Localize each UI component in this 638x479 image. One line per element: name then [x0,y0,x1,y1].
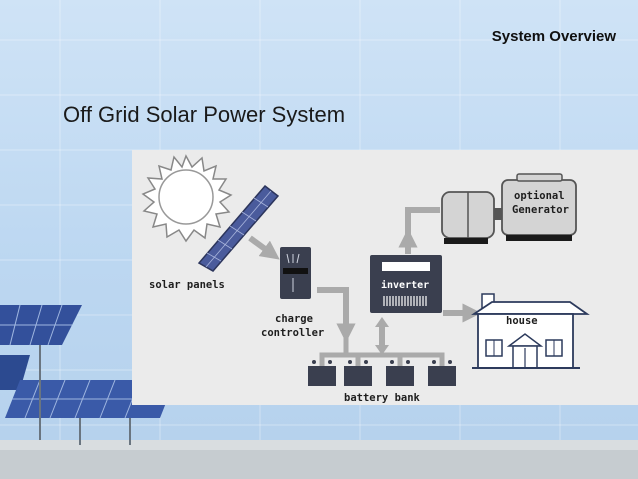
house-icon [471,293,590,369]
generator-icon [441,173,577,244]
sun-icon [141,154,233,243]
charge-controller-label-line1: charge [275,313,313,325]
battery-icon [308,360,336,386]
generator-label-line2: Generator [512,204,569,216]
inverter-icon [370,255,442,313]
inverter-label: inverter [381,279,429,291]
battery-icon [428,360,456,386]
section-header: System Overview [491,28,616,45]
battery-bank-label: battery bank [344,392,421,404]
solar-panel-icon [197,184,280,272]
diagram-panel: solar panels charge controller [132,150,638,405]
battery-icon [344,360,372,386]
bidirectional-arrow-heads [375,317,389,355]
battery-bus [319,333,445,366]
charge-controller-icon [280,247,311,299]
system-diagram: solar panels charge controller [141,154,590,404]
slide-title: Off Grid Solar Power System [63,102,346,127]
battery-icon [386,360,414,386]
solar-panels-label: solar panels [149,279,225,291]
generator-label-line1: optional [514,190,565,202]
charge-controller-label-line2: controller [261,327,324,339]
house-label: house [506,315,538,327]
